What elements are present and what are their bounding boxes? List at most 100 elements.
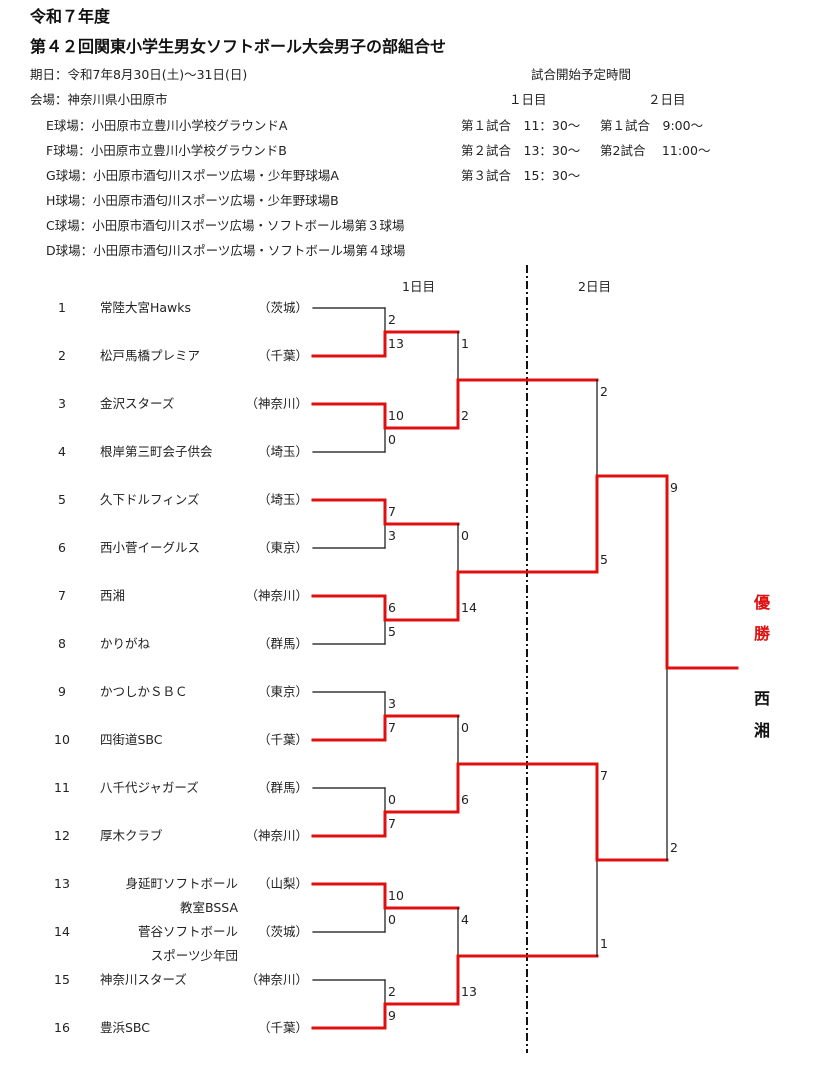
team-name: 四街道SBC: [100, 731, 163, 747]
match-score: 7: [388, 719, 396, 735]
team-seed-number: 16: [54, 1019, 70, 1035]
team-seed-number: 13: [54, 875, 70, 891]
team-prefecture: （東京）: [257, 539, 308, 555]
page-title: 第４２回関東小学生男女ソフトボール大会男子の部組合せ: [30, 37, 447, 56]
team-name: 根岸第三町会子供会: [100, 443, 213, 459]
team-prefecture: （茨城）: [257, 299, 308, 315]
match-score: 9: [388, 1007, 396, 1023]
match-score: 13: [388, 335, 404, 351]
team-prefecture: （千葉）: [257, 347, 308, 363]
team-name: かつしかＳＢＣ: [100, 683, 188, 699]
schedule-day2-game1: 第１試合 9:00～: [600, 118, 704, 133]
team-prefecture: （千葉）: [257, 731, 308, 747]
match-score: 13: [461, 983, 477, 999]
match-score: 1: [600, 935, 608, 951]
field-g: G球場：小田原市酒匂川スポーツ広場・少年野球場A: [46, 168, 339, 183]
champion-name-2: 湘: [754, 721, 771, 740]
team-seed-number: 3: [58, 395, 66, 411]
match-score: 10: [388, 407, 404, 423]
team-prefecture: （神奈川）: [245, 971, 308, 987]
team-name: 松戸馬橋プレミア: [100, 347, 201, 363]
champion-name-1: 西: [754, 689, 771, 708]
match-score: 2: [388, 983, 396, 999]
match-score: 2: [461, 407, 469, 423]
team-prefecture: （神奈川）: [245, 587, 308, 603]
match-score: 0: [461, 527, 469, 543]
team-prefecture: （神奈川）: [245, 827, 308, 843]
event-venue: 会場：神奈川県小田原市: [30, 92, 168, 107]
schedule-day1-label: １日目: [509, 92, 547, 107]
team-seed-number: 5: [58, 491, 66, 507]
match-score: 7: [600, 767, 608, 783]
team-seed-number: 9: [58, 683, 66, 699]
field-d: D球場：小田原市酒匂川スポーツ広場・ソフトボール場第４球場: [46, 243, 406, 258]
team-prefecture: （山梨）: [257, 875, 308, 891]
team-prefecture: （埼玉）: [257, 491, 308, 507]
match-score: 0: [388, 431, 396, 447]
team-seed-number: 4: [58, 443, 66, 459]
field-e: E球場：小田原市立豊川小学校グラウンドA: [46, 118, 288, 133]
schedule-day1-game1: 第１試合 11：30～: [461, 118, 581, 133]
match-score: 9: [670, 479, 678, 495]
team-seed-number: 2: [58, 347, 66, 363]
match-score: 0: [388, 791, 396, 807]
team-name: 久下ドルフィンズ: [100, 491, 200, 507]
match-score: 14: [461, 599, 477, 615]
match-score: 5: [600, 551, 608, 567]
team-seed-number: 1: [58, 299, 66, 315]
team-prefecture: （東京）: [257, 683, 308, 699]
bracket-day2-label: 2日目: [578, 279, 611, 294]
field-h: H球場：小田原市酒匂川スポーツ広場・少年野球場B: [46, 193, 339, 208]
team-name: 菅谷ソフトボール: [137, 923, 238, 939]
event-date: 期日：令和7年8月30日(土)～31日(日): [30, 67, 248, 82]
team-name-line2: 教室BSSA: [179, 899, 238, 915]
team-seed-number: 14: [54, 923, 70, 939]
team-prefecture: （群馬）: [257, 635, 308, 651]
field-f: F球場：小田原市立豊川小学校グラウンドB: [46, 143, 287, 158]
team-name-line2: スポーツ少年団: [150, 947, 238, 963]
match-score: 6: [461, 791, 469, 807]
match-score: 2: [670, 839, 678, 855]
team-prefecture: （神奈川）: [245, 395, 308, 411]
team-name: 西小菅イーグルス: [100, 539, 201, 555]
team-name: かりがね: [100, 635, 151, 651]
team-prefecture: （群馬）: [257, 779, 308, 795]
match-score: 7: [388, 815, 396, 831]
team-prefecture: （千葉）: [257, 1019, 308, 1035]
team-seed-number: 10: [54, 731, 70, 747]
team-name: 身延町ソフトボール: [125, 875, 238, 891]
team-seed-number: 6: [58, 539, 66, 555]
champion-label-1: 優: [754, 593, 771, 612]
schedule-day1-game3: 第３試合 15：30～: [461, 168, 581, 183]
match-score: 0: [388, 911, 396, 927]
match-score: 10: [388, 887, 404, 903]
team-seed-number: 15: [54, 971, 70, 987]
match-score: 4: [461, 911, 469, 927]
team-name: 神奈川スターズ: [100, 971, 187, 987]
bracket-day1-label: 1日目: [402, 279, 435, 294]
team-name: 西湘: [100, 587, 126, 603]
year-heading: 令和７年度: [30, 7, 111, 26]
schedule-day2-label: ２日目: [648, 92, 686, 107]
schedule-day1-game2: 第２試合 13：30～: [461, 143, 581, 158]
match-score: 2: [388, 311, 396, 327]
match-score: 0: [461, 719, 469, 735]
team-seed-number: 11: [54, 779, 70, 795]
team-seed-number: 12: [54, 827, 70, 843]
team-prefecture: （埼玉）: [257, 443, 308, 459]
match-score: 5: [388, 623, 396, 639]
team-seed-number: 7: [58, 587, 66, 603]
team-name: 豊浜SBC: [100, 1019, 151, 1035]
team-name: 厚木クラブ: [100, 827, 163, 843]
match-score: 6: [388, 599, 396, 615]
field-c: C球場：小田原市酒匂川スポーツ広場・ソフトボール場第３球場: [46, 218, 405, 233]
team-name: 常陸大宮Hawks: [100, 299, 192, 315]
match-score: 3: [388, 695, 396, 711]
team-seed-number: 8: [58, 635, 66, 651]
team-name: 金沢スターズ: [100, 395, 175, 411]
match-score: 1: [461, 335, 469, 351]
schedule-day2-game2: 第2試合 11:00～: [600, 143, 711, 158]
schedule-title: 試合開始予定時間: [531, 67, 632, 82]
